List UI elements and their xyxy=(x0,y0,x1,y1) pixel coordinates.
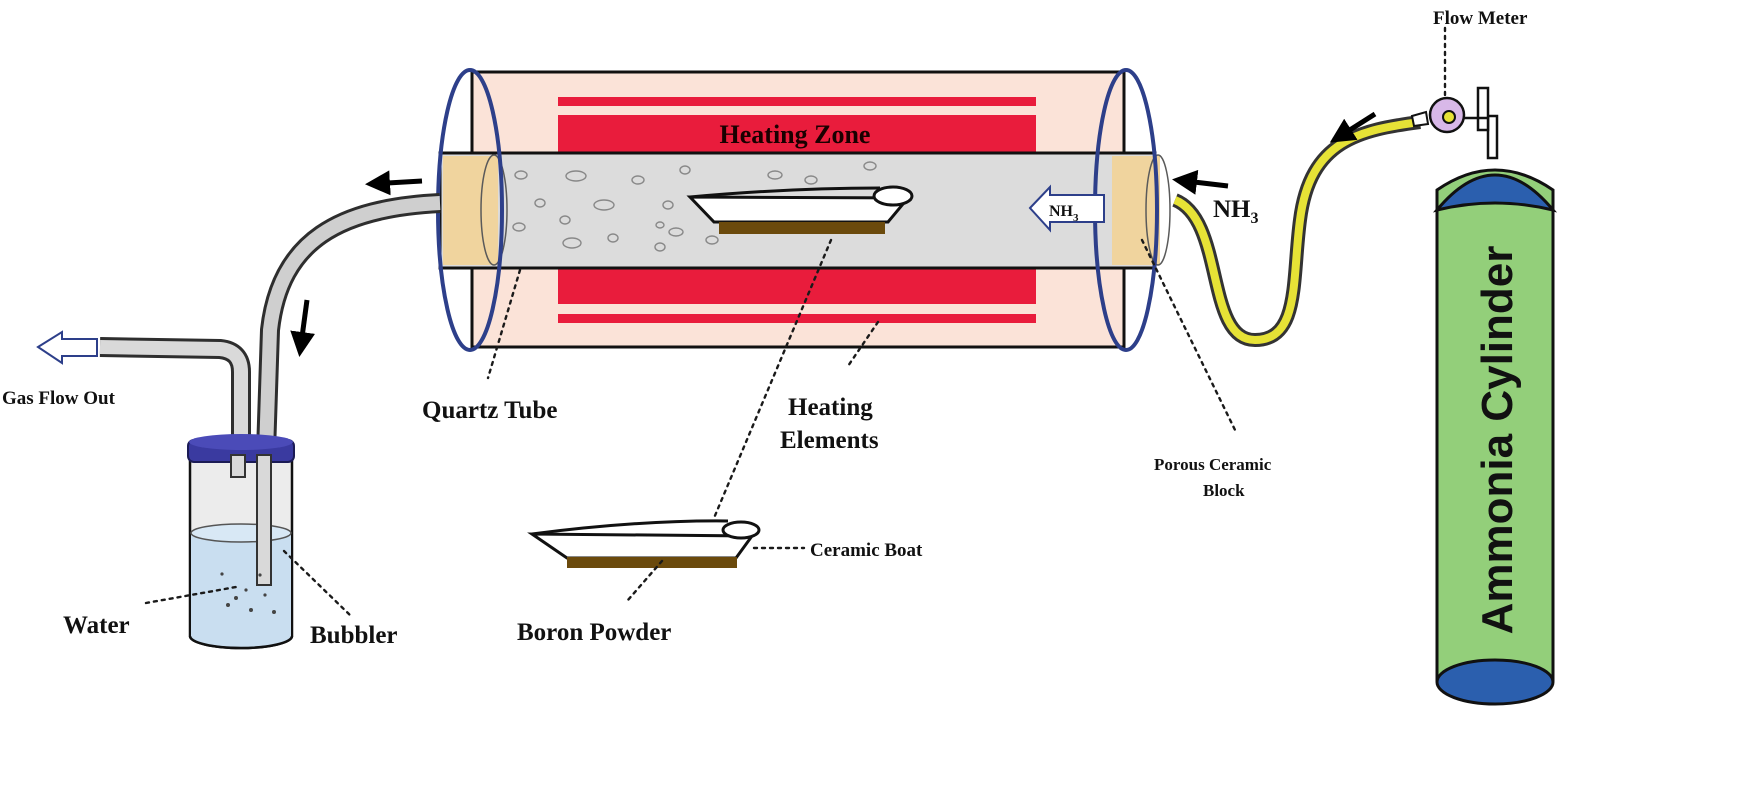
flow-arrow-hose xyxy=(1329,111,1377,143)
ammonia-cylinder: Ammonia Cylinder xyxy=(1410,86,1558,706)
cylinder-body xyxy=(1435,168,1555,682)
flow-arrow-outlet xyxy=(365,170,423,196)
heating-elements-label-line1: Heating xyxy=(788,394,873,421)
gas-out-arrow xyxy=(36,330,98,365)
heating-element-top-strip xyxy=(558,97,1036,106)
water-bubbles xyxy=(220,572,276,614)
labels: Flow Meter NH3 Gas Flow Out Quartz Tube … xyxy=(2,8,1528,649)
flow-meter-label: Flow Meter xyxy=(1433,8,1528,29)
boron-powder-layer xyxy=(567,557,737,568)
bubbler xyxy=(187,434,295,650)
boron-powder-label: Boron Powder xyxy=(517,619,671,646)
gas-flow-out-label: Gas Flow Out xyxy=(2,388,116,409)
porous-ceramic-block-label-line1: Porous Ceramic xyxy=(1154,455,1272,474)
ceramic-boat-in-tube xyxy=(686,185,914,234)
porous-ceramic-block-label-line2: Block xyxy=(1203,481,1245,500)
porous-block-right-face xyxy=(1145,154,1171,266)
outlet-tube xyxy=(256,193,441,453)
heating-element-top xyxy=(558,115,1036,155)
heating-elements-label-line2: Elements xyxy=(780,427,879,454)
cylinder-top-cap xyxy=(1432,173,1558,213)
porous-block-left-face xyxy=(480,154,508,266)
porous-ceramic-block-right xyxy=(1112,156,1160,265)
leader-lines xyxy=(144,26,1447,619)
ceramic-boat xyxy=(527,519,761,568)
flow-arrow-inlet xyxy=(1172,169,1229,195)
bubbler-water xyxy=(191,533,291,647)
heating-zone-label: Heating Zone xyxy=(720,120,871,149)
nh3-label-inner: NH3 xyxy=(1049,203,1079,224)
gas-bubbles xyxy=(512,161,877,252)
cylinder-valve-stem xyxy=(1486,114,1499,160)
cylinder-bottom-cap xyxy=(1435,658,1555,706)
porous-ceramic-block-left xyxy=(443,156,498,265)
flow-arrow-down xyxy=(290,299,316,357)
quartz-tube-label: Quartz Tube xyxy=(422,397,557,424)
bubbler-label: Bubbler xyxy=(310,622,398,649)
nh3-label-outer: NH3 xyxy=(1213,196,1259,227)
ceramic-boat-label: Ceramic Boat xyxy=(810,540,923,561)
gas-lines xyxy=(36,111,1421,453)
nh3-flow-arrow-inner xyxy=(1028,184,1105,233)
heating-element-bottom-strip xyxy=(558,314,1036,323)
ammonia-cylinder-label: Ammonia Cylinder xyxy=(1473,246,1522,635)
water-label: Water xyxy=(63,612,130,639)
furnace: NH3 Heating Zone xyxy=(436,68,1171,352)
heating-element-bottom xyxy=(558,266,1036,304)
